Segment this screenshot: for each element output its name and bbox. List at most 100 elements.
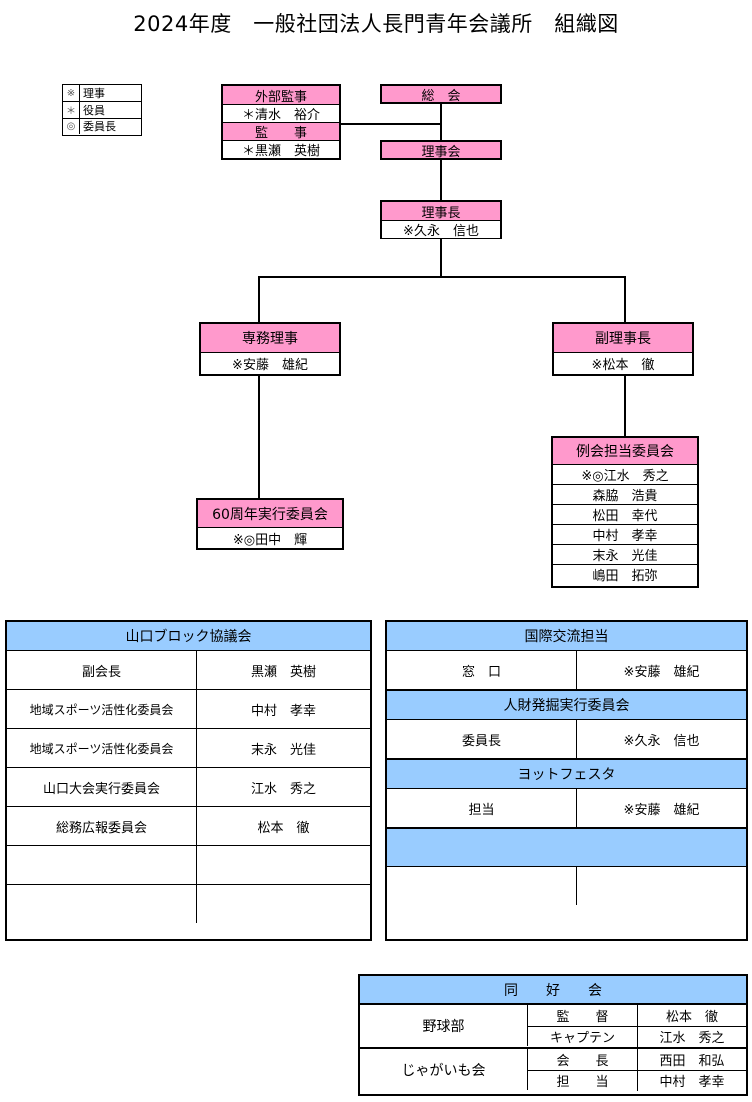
jinzai-person-0: ※久永 信也 [623,733,700,749]
node-rijichou: 理事長 ※久永 信也 [380,200,502,239]
node-soukai: 総 会 [380,84,502,104]
legend-symbol-iinchou: ◎ [63,118,80,134]
doukoukai-role-1-0: 会 長 [528,1049,638,1070]
doukoukai-line: 監 督 松本 徹 [528,1005,746,1026]
yamaguchi-person-2: 末永 光佳 [250,742,316,758]
yamaguchi-role-6 [7,885,197,923]
node-fuku-rijichou-member: ※松本 徹 [554,352,692,373]
doukoukai-person-1-1: 中村 孝幸 [659,1075,725,1091]
empty-role-0 [387,867,577,905]
yamaguchi-person-0: 黒瀬 英樹 [250,664,316,680]
kokusai-person-0: ※安藤 雄紀 [623,664,700,680]
doukoukai-name-0: 野球部 [360,1005,528,1046]
node-rijichou-header: 理事長 [382,202,500,220]
yamaguchi-role-4: 総務広報委員会 [7,807,197,845]
node-soukai-header: 総 会 [382,86,500,102]
node-shunen-iinkai-header: 60周年実行委員会 [198,500,342,527]
node-gaibu-kanji-header: 外部監事 [223,86,339,104]
table-row [387,867,746,905]
node-reikai-member-1: 森脇 浩貴 [553,484,697,504]
node-rijikai: 理事会 [380,140,502,160]
connector-kanji-trunk [341,123,442,125]
table-row: 窓 口 ※安藤 雄紀 [387,651,746,689]
table-row: 副会長 黒瀬 英樹 [7,651,370,689]
yamaguchi-person-1: 中村 孝幸 [250,703,316,719]
legend-item-iinchou: ◎ 委員長 [63,117,141,134]
yamaguchi-block-table: 山口ブロック協議会 副会長 黒瀬 英樹 地域スポーツ活性化委員会 中村 孝幸 地… [5,620,372,941]
group-kokusai-koryu: 国際交流担当 窓 口 ※安藤 雄紀 [387,622,746,691]
connector-to-senmu-riji [258,276,260,322]
doukoukai-header: 同 好 会 [360,976,746,1005]
connector-rijichou-down [440,239,442,278]
doukoukai-role-1-1: 担 当 [528,1070,638,1091]
doukoukai-person-0-1: 江水 秀之 [659,1031,725,1047]
doukoukai-line: 会 長 西田 和弘 [528,1049,746,1070]
page-title: 2024年度 一般社団法人長門青年会議所 組織図 [133,12,619,36]
node-reikai-member-3: 中村 孝幸 [553,524,697,544]
node-senmu-riji: 専務理事 ※安藤 雄紀 [199,322,341,376]
table-row [7,845,370,884]
group-jinzai-hakkutsu: 人財発掘実行委員会 委員長 ※久永 信也 [387,691,746,760]
node-rijichou-member: ※久永 信也 [382,220,500,238]
doukoukai-group-yakyuubu: 野球部 監 督 松本 徹 キャプテン 江水 秀之 [360,1005,746,1047]
node-kanji-header: 監 事 [223,122,339,140]
connector-senmu-to-shunen [258,376,260,498]
doukoukai-line: 担 当 中村 孝幸 [528,1069,746,1091]
node-senmu-riji-header: 専務理事 [201,324,339,352]
connector-to-fuku-rijichou [624,276,626,322]
node-fuku-rijichou-header: 副理事長 [554,324,692,352]
doukoukai-name-1: じゃがいも会 [360,1049,528,1090]
table-row: 総務広報委員会 松本 徹 [7,806,370,845]
empty-person-0 [577,867,746,905]
doukoukai-role-0-1: キャプテン [528,1026,638,1047]
node-reikai-member-2: 松田 幸代 [553,504,697,524]
doukoukai-line: キャプテン 江水 秀之 [528,1025,746,1047]
group-yacht-festa-header: ヨットフェスタ [387,760,746,789]
node-reikai-member-5: 嶋田 拓弥 [553,564,697,584]
legend-label-iinchou: 委員長 [83,120,116,134]
table-row [7,884,370,923]
node-gaibu-kanji-member: ＊清水 裕介 [223,104,339,122]
table-row: 地域スポーツ活性化委員会 中村 孝幸 [7,689,370,728]
node-shunen-iinkai: 60周年実行委員会 ※◎田中 輝 [196,498,344,550]
group-empty-header [387,829,746,867]
node-reikai-iinkai: 例会担当委員会 ※◎江水 秀之 森脇 浩貴 松田 幸代 中村 孝幸 末永 光佳 … [551,436,699,588]
doukoukai-person-1-0: 西田 和弘 [659,1053,725,1069]
yacht-person-0: ※安藤 雄紀 [623,802,700,818]
yacht-role-0: 担当 [387,789,577,827]
legend-box: ※ 理事 ＊ 役員 ◎ 委員長 [62,84,142,136]
table-row: 担当 ※安藤 雄紀 [387,789,746,827]
connector-horizontal-split [258,276,626,278]
table-row: 地域スポーツ活性化委員会 末永 光佳 [7,728,370,767]
legend-label-riji: 理事 [83,87,105,101]
yamaguchi-block-header: 山口ブロック協議会 [7,622,370,651]
yamaguchi-person-3: 江水 秀之 [250,781,316,797]
legend-label-yakuin: 役員 [83,103,105,117]
node-reikai-iinkai-header: 例会担当委員会 [553,438,697,464]
legend-symbol-riji: ※ [63,85,80,102]
legend-item-yakuin: ＊ 役員 [63,101,141,118]
node-shunen-iinkai-member: ※◎田中 輝 [198,527,342,548]
doukoukai-person-0-0: 松本 徹 [665,1009,718,1025]
group-kokusai-koryu-header: 国際交流担当 [387,622,746,651]
connector-fuku-to-reikai [624,376,626,436]
node-senmu-riji-member: ※安藤 雄紀 [201,352,339,373]
yamaguchi-role-3: 山口大会実行委員会 [7,768,197,806]
legend-symbol-yakuin: ＊ [63,102,80,118]
group-jinzai-hakkutsu-header: 人財発掘実行委員会 [387,691,746,720]
yamaguchi-person-5 [197,846,370,884]
legend-item-riji: ※ 理事 [63,85,141,102]
yamaguchi-role-2: 地域スポーツ活性化委員会 [7,729,197,767]
yamaguchi-role-1: 地域スポーツ活性化委員会 [7,690,197,728]
connector-soukai-rijikai [440,104,442,140]
doukoukai-group-jagaimokai: じゃがいも会 会 長 西田 和弘 担 当 中村 孝幸 [360,1047,746,1091]
table-row: 山口大会実行委員会 江水 秀之 [7,767,370,806]
doukoukai-table: 同 好 会 野球部 監 督 松本 徹 キャプテン 江水 秀之 じゃがいも会 会 … [358,974,748,1096]
doukoukai-role-0-0: 監 督 [528,1005,638,1026]
node-kanji-member: ＊黒瀬 英樹 [223,140,339,158]
node-reikai-member-0: ※◎江水 秀之 [553,464,697,484]
node-kanji-block: 外部監事 ＊清水 裕介 監 事 ＊黒瀬 英樹 [221,84,341,160]
yamaguchi-role-0: 副会長 [7,651,197,689]
node-rijikai-header: 理事会 [382,142,500,158]
right-groups-table: 国際交流担当 窓 口 ※安藤 雄紀 人財発掘実行委員会 委員長 ※久永 信也 ヨ… [385,620,748,941]
